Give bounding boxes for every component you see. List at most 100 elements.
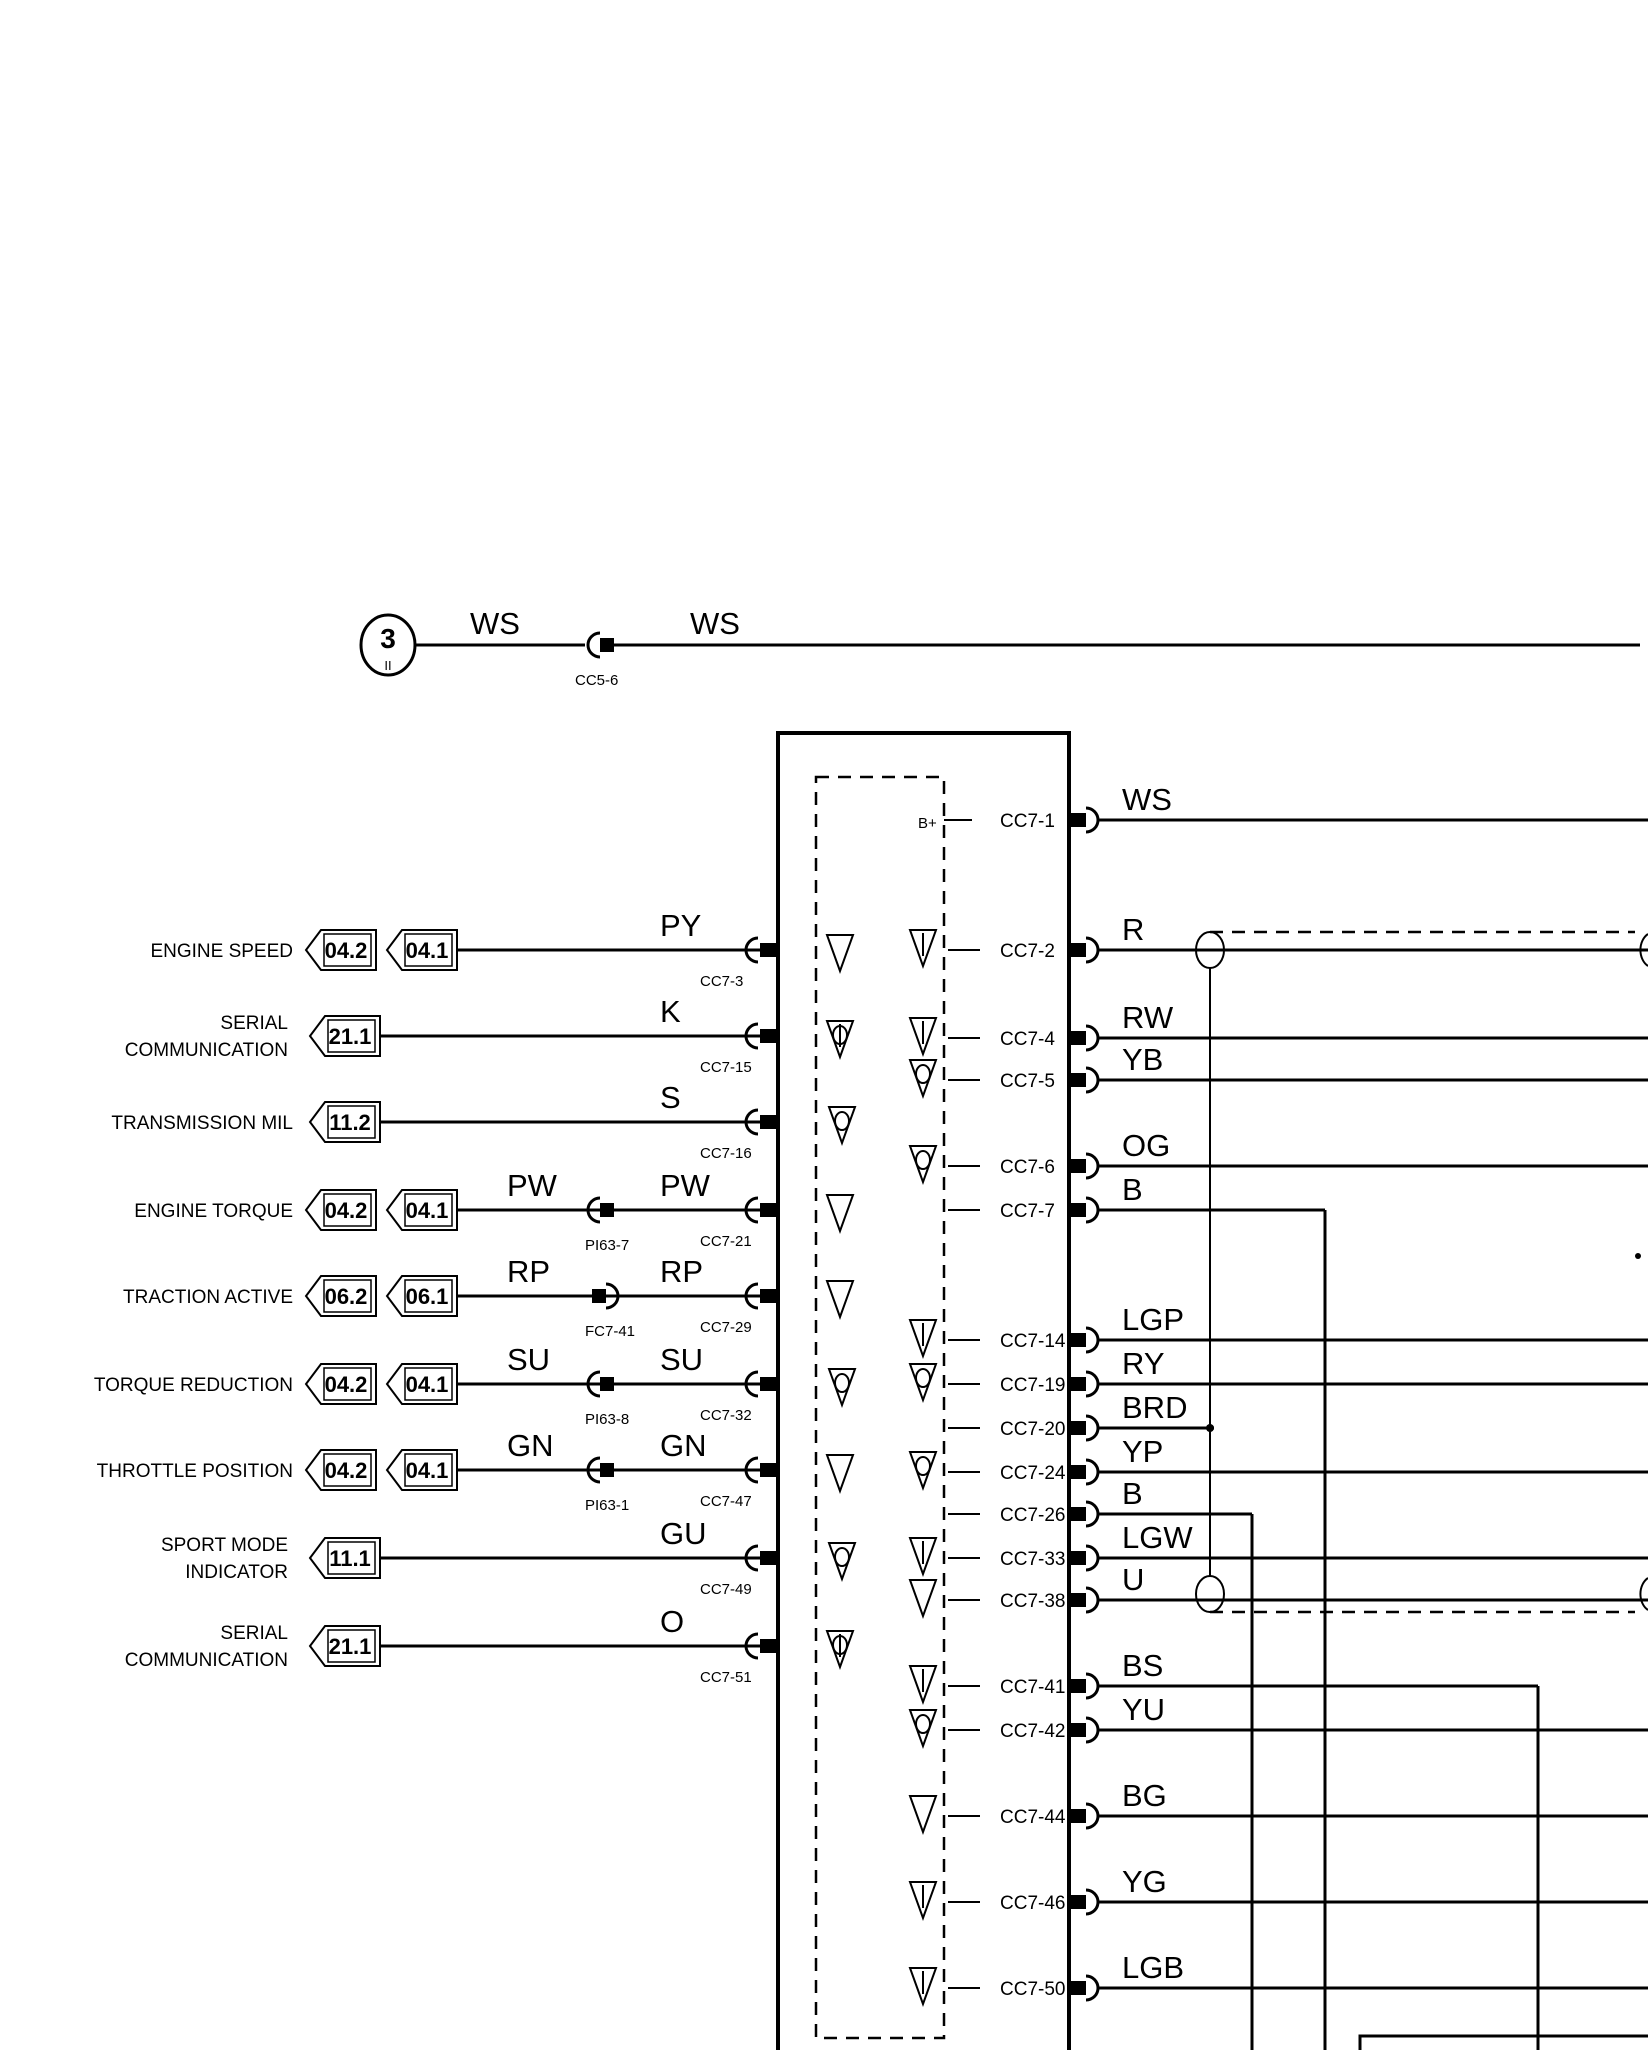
module-connector-pin[interactable] <box>1071 1159 1086 1173</box>
page-reference-tag[interactable] <box>308 1625 381 1667</box>
module-connector-plug <box>1085 1326 1100 1354</box>
module-pin-row: CC7-7B <box>948 1172 1325 1224</box>
module-pin-row: CC7-5YB <box>908 1042 1648 1099</box>
module-connector-pin[interactable] <box>1071 1593 1086 1607</box>
signal-direction-icon <box>908 1579 938 1619</box>
connector-label: PI63-1 <box>585 1497 629 1514</box>
source-number: 3 <box>380 623 396 654</box>
wire-code: SU <box>507 1342 550 1377</box>
pin-label: CC7-32 <box>700 1407 752 1424</box>
page-reference-label: 04.2 <box>325 1198 368 1223</box>
signal-label: COMMUNICATION <box>125 1650 288 1671</box>
wire-code: R <box>1122 912 1144 947</box>
module-connector-pin[interactable] <box>760 1639 776 1653</box>
module-connector-pin[interactable] <box>760 943 776 957</box>
module-connector-pin[interactable] <box>760 1029 776 1043</box>
module-connector-pin[interactable] <box>760 1551 776 1565</box>
inline-connector-pin <box>592 1289 606 1303</box>
module-connector-pin[interactable] <box>1071 1203 1086 1217</box>
page-reference-tag[interactable] <box>385 929 458 971</box>
pin-label: CC7-46 <box>1000 1893 1065 1914</box>
module-connector-plug <box>1085 1974 1100 2002</box>
inline-connector-plug <box>605 1282 620 1310</box>
module-connector-pin[interactable] <box>1071 1551 1086 1565</box>
module-connector-pin[interactable] <box>1071 1073 1086 1087</box>
page-reference-label: 06.1 <box>406 1284 449 1309</box>
module-connector-pin[interactable] <box>1071 943 1086 957</box>
module-connector-plug <box>1085 1500 1100 1528</box>
page-reference-tag[interactable] <box>385 1449 458 1491</box>
page-reference-tag[interactable] <box>304 1449 377 1491</box>
signal-label: COMMUNICATION <box>125 1040 288 1061</box>
page-reference-tag[interactable] <box>385 1363 458 1405</box>
module-connector-pin[interactable] <box>760 1463 776 1477</box>
module-connector-plug <box>1085 1414 1100 1442</box>
signal-direction-icon <box>908 1881 938 1921</box>
page-reference-tag[interactable] <box>304 1189 377 1231</box>
inline-connector-pin <box>600 1377 614 1391</box>
module-connector-pin[interactable] <box>1071 1333 1086 1347</box>
module-connector-pin[interactable] <box>1071 1679 1086 1693</box>
module-connector-pin[interactable] <box>1071 1723 1086 1737</box>
page-reference-label: 21.1 <box>329 1634 372 1659</box>
pin-label: CC7-24 <box>1000 1463 1066 1484</box>
page-reference-tag[interactable] <box>308 1015 381 1057</box>
inline-connector-socket <box>586 1196 601 1224</box>
wire-code: LGP <box>1122 1302 1184 1337</box>
module-connector-pin[interactable] <box>760 1289 776 1303</box>
wire-code: RP <box>660 1254 703 1289</box>
signal-direction-icon <box>908 1319 938 1359</box>
module-pin-row: CC7-4RW <box>908 1000 1648 1057</box>
signal-label: ENGINE TORQUE <box>134 1201 293 1222</box>
connector-label: FC7-41 <box>585 1323 635 1340</box>
module-pin-row: CC7-2R <box>908 912 1648 969</box>
signal-label: SERIAL <box>220 1013 288 1034</box>
module-pin-row: CC7-24 YP <box>908 1434 1648 1491</box>
page-reference-tag[interactable] <box>304 1363 377 1405</box>
page-reference-label: 04.2 <box>325 1372 368 1397</box>
page-reference-tag[interactable] <box>308 1537 381 1579</box>
module-connector-pin[interactable] <box>1071 1809 1086 1823</box>
signal-label: TRACTION ACTIVE <box>123 1287 293 1308</box>
pin-label: CC7-29 <box>700 1319 752 1336</box>
page-reference-tag[interactable] <box>304 929 377 971</box>
module-connector-pin[interactable] <box>1071 1507 1086 1521</box>
module-connector-pin[interactable] <box>760 1377 776 1391</box>
module-connector-pin[interactable] <box>1071 1895 1086 1909</box>
module-connector-pin[interactable] <box>1071 1981 1086 1995</box>
pin-label: CC7-20 <box>1000 1419 1065 1440</box>
module-connector-socket <box>744 1456 759 1484</box>
wire-code: PW <box>507 1168 558 1203</box>
page-reference-tag[interactable] <box>385 1275 458 1317</box>
module-connector-pin[interactable] <box>1071 1465 1086 1479</box>
wire-code-ws: WS <box>470 606 520 641</box>
module-connector-plug <box>1085 1152 1100 1180</box>
cable-shield <box>1195 930 1648 1614</box>
wire-code: YP <box>1122 1434 1163 1469</box>
module-connector-pin[interactable] <box>1071 1377 1086 1391</box>
source-sub-label: II <box>384 658 391 673</box>
page-reference-tag[interactable] <box>304 1275 377 1317</box>
page-reference-tag[interactable] <box>385 1189 458 1231</box>
module-connector-pin[interactable] <box>1071 1031 1086 1045</box>
page-reference-tag[interactable] <box>308 1101 381 1143</box>
wire-code: O <box>660 1604 684 1639</box>
battery-supply-label: B+ <box>918 815 937 832</box>
module-connector-pin[interactable] <box>1071 813 1086 827</box>
pin-label: CC7-42 <box>1000 1721 1065 1742</box>
module-connector-plug <box>1085 806 1100 834</box>
module-connector-pin[interactable] <box>760 1115 776 1129</box>
module-connector-pin[interactable] <box>760 1203 776 1217</box>
wire-code: K <box>660 994 681 1029</box>
module-connector-pin[interactable] <box>1071 1421 1086 1435</box>
module-connector-plug <box>1085 1458 1100 1486</box>
wire-code: GN <box>660 1428 707 1463</box>
page-reference-label: 11.1 <box>329 1546 371 1571</box>
page-reference-label: 04.1 <box>406 1372 449 1397</box>
